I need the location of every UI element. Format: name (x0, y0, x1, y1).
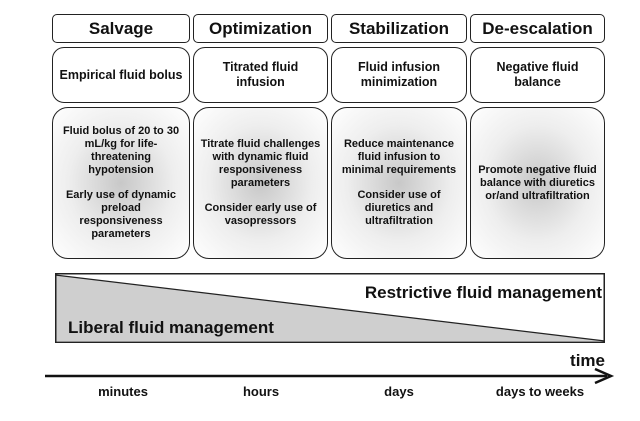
phase-details-stabilization: Reduce maintenance fluid infusion to min… (331, 107, 467, 259)
phase-header-optimization: Optimization (193, 14, 328, 43)
phase-detail-text: Titrate fluid challenges with dynamic fl… (200, 138, 321, 189)
time-tick-days: days (384, 384, 414, 399)
phase-detail-text: Consider use of diuretics and ultrafiltr… (357, 189, 441, 227)
time-arrow (45, 367, 615, 385)
phase-goal-salvage: Empirical fluid bolus (52, 47, 190, 103)
time-arrow-head (594, 367, 615, 385)
phase-detail-text: Fluid bolus of 20 to 30 mL/kg for life-t… (62, 125, 180, 176)
phase-detail-text: Promote negative fluid balance with diur… (478, 163, 597, 202)
time-axis-label: time (570, 351, 605, 370)
time-tick-days-to-weeks: days to weeks (495, 384, 585, 399)
phase-goal-optimization: Titrated fluid infusion (193, 47, 328, 103)
phase-detail-text: Consider early use of vasopressors (204, 202, 317, 227)
time-tick-minutes: minutes (98, 384, 148, 399)
fluid-management-wedge (55, 273, 605, 343)
phase-goal-stabilization: Fluid infusion minimization (331, 47, 467, 103)
phase-detail-text: Reduce maintenance fluid infusion to min… (341, 138, 457, 176)
phase-goal-de-escalation: Negative fluid balance (470, 47, 605, 103)
phase-details-optimization: Titrate fluid challenges with dynamic fl… (193, 107, 328, 259)
wedge-diagonal (55, 274, 605, 342)
phase-header-salvage: Salvage (52, 14, 190, 43)
phase-header-de-escalation: De-escalation (470, 14, 605, 43)
phase-details-salvage: Fluid bolus of 20 to 30 mL/kg for life-t… (52, 107, 190, 259)
phase-header-stabilization: Stabilization (331, 14, 467, 43)
time-tick-hours: hours (242, 384, 280, 399)
phase-detail-text: Early use of dynamic preload responsiven… (65, 189, 177, 240)
wedge-frame (55, 273, 605, 343)
phase-details-de-escalation: Promote negative fluid balance with diur… (470, 107, 605, 259)
liberal-management-label: Liberal fluid management (68, 318, 274, 337)
restrictive-management-label: Restrictive fluid management (364, 283, 602, 302)
